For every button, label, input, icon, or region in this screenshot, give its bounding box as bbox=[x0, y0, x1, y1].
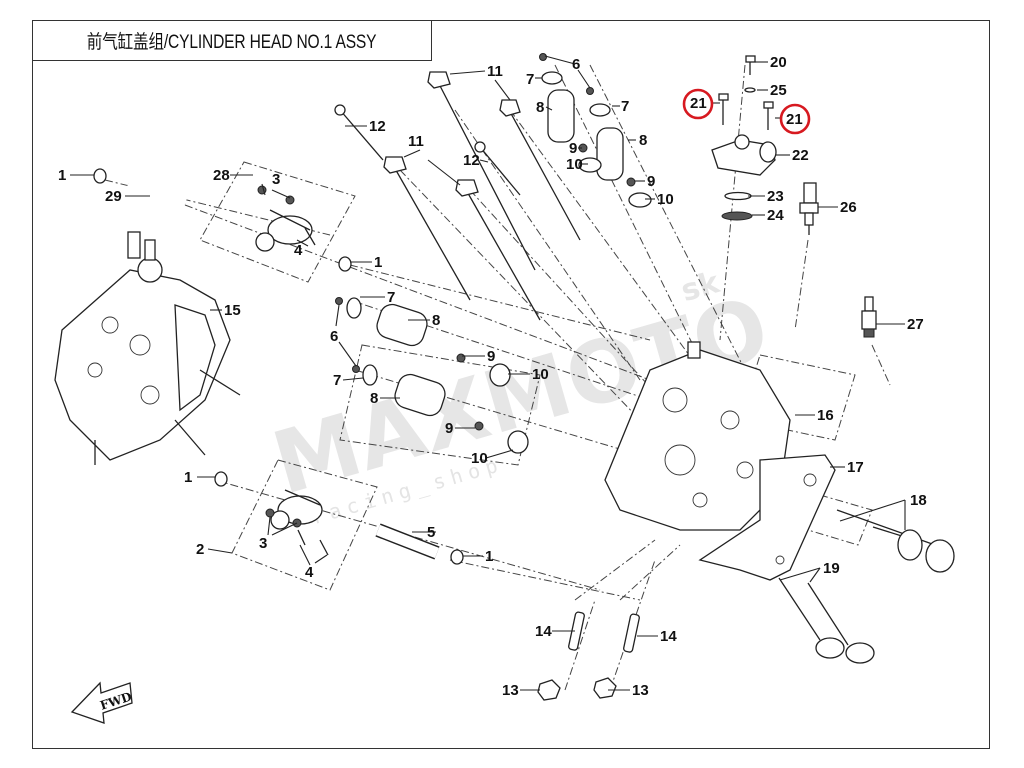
callout-29[interactable]: 29 bbox=[105, 188, 122, 205]
callout-1[interactable]: 1 bbox=[58, 167, 66, 184]
callout-7[interactable]: 7 bbox=[333, 372, 341, 389]
callout-11[interactable]: 11 bbox=[408, 133, 424, 150]
callout-16[interactable]: 16 bbox=[817, 407, 834, 424]
callout-2[interactable]: 2 bbox=[196, 541, 204, 558]
callout-12[interactable]: 12 bbox=[463, 152, 480, 169]
callout-12[interactable]: 12 bbox=[369, 118, 386, 135]
callout-labels: 1 1 1 1 2 3 3 4 4 5 6 6 7 7 7 7 8 8 8 8 … bbox=[58, 54, 927, 699]
callout-24[interactable]: 24 bbox=[767, 207, 784, 224]
callout-1[interactable]: 1 bbox=[374, 254, 382, 271]
callout-9[interactable]: 9 bbox=[445, 420, 453, 437]
callout-14[interactable]: 14 bbox=[535, 623, 552, 640]
callout-8[interactable]: 8 bbox=[370, 390, 378, 407]
callout-22[interactable]: 22 bbox=[792, 147, 809, 164]
part-spark-plug[interactable] bbox=[861, 296, 877, 338]
callout-23[interactable]: 23 bbox=[767, 188, 784, 205]
callout-11[interactable]: 11 bbox=[487, 63, 503, 80]
callout-8[interactable]: 8 bbox=[639, 132, 647, 149]
callout-7[interactable]: 7 bbox=[526, 71, 534, 88]
callout-4[interactable]: 4 bbox=[294, 242, 303, 259]
callout-10[interactable]: 10 bbox=[566, 156, 583, 173]
callout-6[interactable]: 6 bbox=[572, 56, 580, 73]
callout-20[interactable]: 20 bbox=[770, 54, 787, 71]
callout-13[interactable]: 13 bbox=[632, 682, 649, 699]
callout-10[interactable]: 10 bbox=[471, 450, 488, 467]
callout-10[interactable]: 10 bbox=[657, 191, 674, 208]
part-valves[interactable] bbox=[778, 509, 955, 664]
callout-21[interactable]: 21 bbox=[786, 111, 803, 128]
fwd-direction-arrow: FWD bbox=[70, 681, 133, 724]
callout-21[interactable]: 21 bbox=[690, 95, 707, 112]
callout-9[interactable]: 9 bbox=[569, 140, 577, 157]
part-rocker-arm-upper[interactable] bbox=[255, 185, 316, 252]
highlight-circle bbox=[682, 88, 714, 120]
part-o-rings[interactable] bbox=[93, 168, 464, 565]
part-head-gasket[interactable] bbox=[698, 454, 836, 581]
part-valve-springs-upper[interactable] bbox=[539, 53, 652, 208]
callout-27[interactable]: 27 bbox=[907, 316, 924, 333]
callout-5[interactable]: 5 bbox=[427, 524, 435, 541]
callout-3[interactable]: 3 bbox=[272, 171, 280, 188]
highlight-circle bbox=[779, 103, 811, 135]
rocker-arm-box-upper bbox=[199, 161, 356, 283]
page-title: 前气缸盖组/CYLINDER HEAD NO.1 ASSY bbox=[87, 32, 377, 53]
callout-8[interactable]: 8 bbox=[432, 312, 440, 329]
part-rocker-arm-lower[interactable] bbox=[265, 489, 329, 556]
callout-9[interactable]: 9 bbox=[487, 348, 495, 365]
callout-17[interactable]: 17 bbox=[847, 459, 864, 476]
callout-15[interactable]: 15 bbox=[224, 302, 241, 319]
highlight-part-21 bbox=[682, 88, 811, 135]
valve-spring-box bbox=[339, 344, 541, 466]
part-head-bolts[interactable] bbox=[334, 71, 581, 321]
callout-14[interactable]: 14 bbox=[660, 628, 677, 645]
callout-25[interactable]: 25 bbox=[770, 82, 787, 99]
part-rocker-shaft-29[interactable] bbox=[126, 178, 187, 210]
callout-7[interactable]: 7 bbox=[621, 98, 629, 115]
callout-1[interactable]: 1 bbox=[485, 548, 493, 565]
part-studs-and-nuts[interactable] bbox=[537, 611, 640, 701]
part-temperature-sensor[interactable] bbox=[799, 182, 819, 235]
callout-8[interactable]: 8 bbox=[536, 99, 544, 116]
rocker-arm-box-lower bbox=[231, 459, 378, 591]
part-cylinder-head-assembled[interactable] bbox=[54, 231, 241, 465]
diagram-frame bbox=[32, 20, 990, 749]
callout-19[interactable]: 19 bbox=[823, 560, 840, 577]
part-thermostat-cover[interactable] bbox=[711, 55, 777, 221]
callout-4[interactable]: 4 bbox=[305, 564, 314, 581]
part-valve-springs-lower[interactable] bbox=[335, 297, 529, 454]
callout-6[interactable]: 6 bbox=[330, 328, 338, 345]
title-box: 前气缸盖组/CYLINDER HEAD NO.1 ASSY bbox=[32, 20, 432, 61]
callout-13[interactable]: 13 bbox=[502, 682, 519, 699]
callout-28[interactable]: 28 bbox=[213, 167, 230, 184]
callout-18[interactable]: 18 bbox=[910, 492, 927, 509]
callout-1[interactable]: 1 bbox=[184, 469, 192, 486]
callout-3[interactable]: 3 bbox=[259, 535, 267, 552]
part-cylinder-head[interactable] bbox=[604, 341, 791, 531]
leader-lines bbox=[70, 55, 906, 691]
callout-26[interactable]: 26 bbox=[840, 199, 857, 216]
callout-7[interactable]: 7 bbox=[387, 289, 395, 306]
part-rocker-shaft-5[interactable] bbox=[375, 523, 440, 560]
callout-9[interactable]: 9 bbox=[647, 173, 655, 190]
callout-10[interactable]: 10 bbox=[532, 366, 549, 383]
